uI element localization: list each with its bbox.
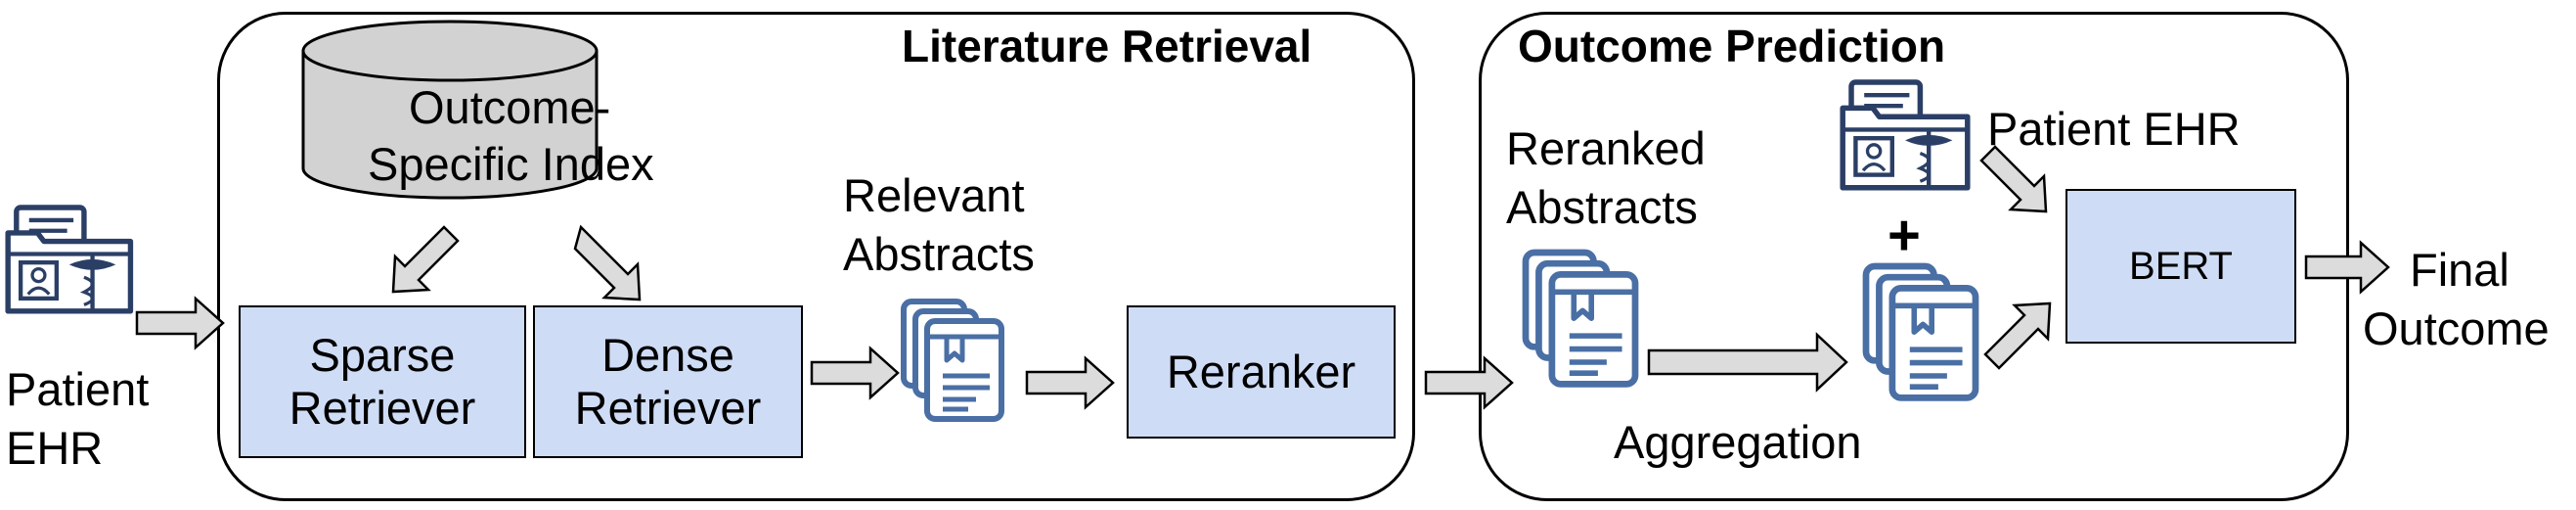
aggregated-doc-icon [1866, 266, 1976, 397]
arrow-abstracts-to-reranker [1025, 355, 1115, 410]
reranked-abstracts-doc-icon [1526, 253, 1635, 384]
relevant-abstracts-line2: Abstracts [843, 228, 1035, 280]
prediction-patient-ehr-label: Patient EHR [1987, 103, 2241, 155]
patient-ehr-folder-icon [8, 208, 130, 311]
arrow-aggregation [1647, 332, 1848, 393]
arrow-index-to-sparse [391, 225, 460, 294]
patient-ehr-line2: EHR [6, 422, 104, 474]
sparse-retriever-line2: Retriever [289, 382, 476, 434]
patient-ehr-line1: Patient [6, 363, 150, 415]
sparse-retriever-line1: Sparse [309, 328, 456, 381]
arrow-ehr-to-retrieval [135, 296, 225, 350]
bert-label: BERT [2129, 245, 2233, 288]
plus-sign: + [1888, 204, 1921, 267]
arrow-reranker-to-reranked [1424, 355, 1514, 410]
index-label-line1: Outcome- [409, 81, 611, 133]
arrow-docs-to-bert [1983, 301, 2052, 370]
final-outcome-line2: Outcome [2363, 302, 2550, 354]
reranked-abstracts-line2: Abstracts [1506, 181, 1698, 233]
dense-retriever-line1: Dense [601, 328, 734, 381]
outcome-index-cylinder [301, 20, 599, 200]
arrow-retriever-to-abstracts [810, 346, 900, 400]
reranker-label: Reranker [1166, 345, 1356, 397]
literature-retrieval-title: Literature Retrieval [902, 21, 1312, 71]
aggregation-label: Aggregation [1614, 416, 1862, 468]
index-label-line2: Specific Index [368, 138, 654, 190]
outcome-prediction-title: Outcome Prediction [1518, 21, 1946, 71]
dense-retriever-line2: Retriever [574, 382, 762, 434]
final-outcome-line1: Final [2410, 244, 2509, 296]
reranked-abstracts-line1: Reranked [1506, 122, 1706, 174]
relevant-abstracts-line1: Relevant [843, 169, 1025, 221]
bert-box: BERT [2065, 189, 2296, 344]
arrow-bert-to-outcome [2304, 240, 2390, 295]
arrow-ehr-to-bert [1979, 145, 2048, 213]
ehr-folder-icon-prediction [1843, 82, 1968, 188]
reranker-box: Reranker [1127, 305, 1396, 439]
relevant-abstracts-doc-icon [904, 301, 1001, 419]
arrow-index-to-dense [573, 224, 642, 301]
